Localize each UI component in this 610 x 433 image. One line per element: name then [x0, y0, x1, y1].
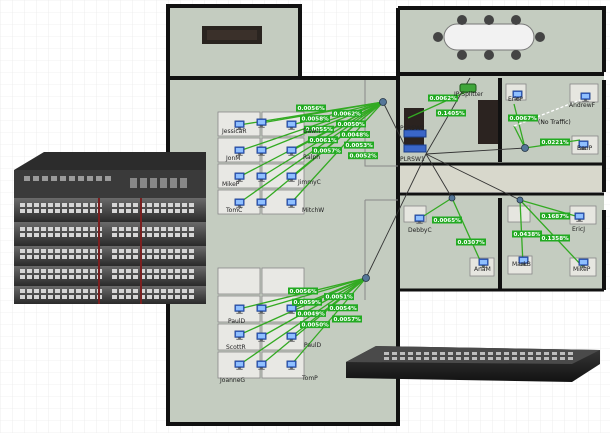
- utilization-label-bg: [456, 238, 486, 246]
- utilization-label-bg: [348, 152, 378, 160]
- utilization-label: 0.0061%: [310, 138, 338, 144]
- node-label-plrsw2: PLRSW2: [400, 125, 425, 132]
- node-label-ericp: EricP: [508, 96, 523, 103]
- utilization-label: 0.0062%: [430, 96, 458, 102]
- node-label-ip-splitter: IP Splitter: [454, 91, 484, 98]
- utilization-label: 0.0051%: [326, 295, 354, 301]
- conference-table: [433, 15, 545, 60]
- node-label-jimmyc: JimmyC: [297, 179, 321, 186]
- node-label-mikep: MikeP: [222, 181, 240, 188]
- utilization-label-bg: [340, 131, 370, 138]
- chassis-switch-image: [14, 152, 206, 304]
- node-label-scottr: ScottR: [226, 344, 246, 351]
- utilization-label-bg: [540, 138, 570, 146]
- utilization-label: 0.0048%: [342, 133, 370, 139]
- node-label-andrewf: AndrewF: [569, 102, 596, 109]
- node-label-debbyc: DebbyC: [408, 227, 432, 234]
- utilization-label-bg: [508, 114, 538, 122]
- node-label-pauld: PaulD: [228, 318, 245, 325]
- cubicles-upper: [217, 111, 305, 215]
- utilization-label: 0.0056%: [298, 106, 326, 112]
- utilization-label-bg: [540, 212, 570, 220]
- utilization-label: 0.0065%: [434, 218, 462, 224]
- node-label-ralph: Ralph: [303, 154, 320, 161]
- node-label-mitchw: MitchW: [302, 207, 324, 214]
- utilization-label: 0.0221%: [542, 140, 570, 146]
- utilization-label-bg: [328, 304, 358, 312]
- hub-nodes: [362, 98, 529, 282]
- utilization-label: 0.0057%: [334, 317, 362, 323]
- utilization-label: 0.0058%: [302, 117, 330, 123]
- utilization-label-bg: [296, 104, 326, 112]
- node-label-tomp: TomP: [301, 375, 318, 382]
- utilization-label: 0.0053%: [346, 143, 374, 149]
- no-traffic-label: (No Traffic): [538, 119, 571, 126]
- utilization-label-bg: [312, 146, 342, 154]
- utilization-label: 0.1405%: [438, 111, 466, 117]
- utilization-label-bg: [324, 293, 354, 301]
- utilization-label: 0.0062%: [334, 111, 362, 117]
- node-label-jessicar: JessicaR: [221, 128, 247, 135]
- utilization-label-bg: [512, 230, 542, 238]
- utilization-label-bg: [332, 315, 362, 323]
- node-label-anam: AnaM: [474, 266, 491, 273]
- utilization-label: 0.1358%: [542, 236, 570, 242]
- node-label-jonm: JonM: [225, 155, 240, 162]
- utilization-label: 0.0049%: [298, 311, 326, 317]
- utilization-label: 0.0438%: [514, 232, 542, 238]
- utilization-label: 0.0054%: [330, 306, 358, 312]
- utilization-label: 0.0050%: [302, 323, 330, 329]
- utilization-label-bg: [300, 321, 330, 329]
- utilization-label: 0.0067%: [510, 116, 538, 122]
- utilization-label: 0.0057%: [314, 148, 342, 154]
- utilization-label: 0.0059%: [294, 300, 322, 306]
- utilization-labels: 0.0056% 0.0062% 0.0058% 0.0050% 0.0055% 0.004…: [288, 94, 570, 329]
- utilization-label: 0.0050%: [338, 122, 366, 128]
- node-labels: JessicaR JonM MikeP TomC Dawn Ralph Jimm…: [219, 91, 596, 384]
- node-label-ericj: EricJ: [572, 226, 585, 233]
- utilization-label-bg: [336, 120, 366, 128]
- utilization-label-bg: [296, 309, 326, 317]
- utilization-label-bg: [432, 216, 462, 224]
- node-label-plrsw1: PLRSW1: [400, 156, 425, 163]
- utilization-label-bg: [428, 94, 458, 102]
- node-label-dawn: Dawn: [303, 128, 320, 135]
- node-label-benp: BenP: [577, 145, 593, 152]
- node-label-pauld-2: PaulD: [304, 342, 321, 349]
- utilization-label-bg: [344, 141, 374, 149]
- utilization-label: 0.0052%: [350, 154, 378, 160]
- utilization-label-bg: [540, 234, 570, 242]
- utilization-label-bg: [436, 109, 466, 117]
- utilization-label: 0.0056%: [290, 289, 318, 295]
- utilization-label: 0.0055%: [306, 127, 334, 133]
- utilization-label-bg: [304, 125, 334, 133]
- rack-switch-image: [346, 346, 600, 382]
- no-traffic-link: [513, 99, 581, 127]
- utilization-label-bg: [288, 287, 318, 295]
- utilization-label-bg: [292, 298, 322, 306]
- node-label-tomc: TomC: [225, 207, 242, 214]
- utilization-label-bg: [332, 109, 362, 117]
- utilization-label-bg: [308, 136, 338, 144]
- node-label-markb: MarkB: [512, 261, 531, 268]
- utilization-label-bg: [300, 115, 330, 123]
- router-icons: [403, 83, 477, 153]
- node-label-mikep-2: MikeP: [573, 266, 591, 273]
- utilization-label: 0.0307%: [458, 240, 486, 246]
- node-label-joanneg: JoanneG: [219, 377, 245, 384]
- utilization-label: 0.1687%: [542, 214, 570, 220]
